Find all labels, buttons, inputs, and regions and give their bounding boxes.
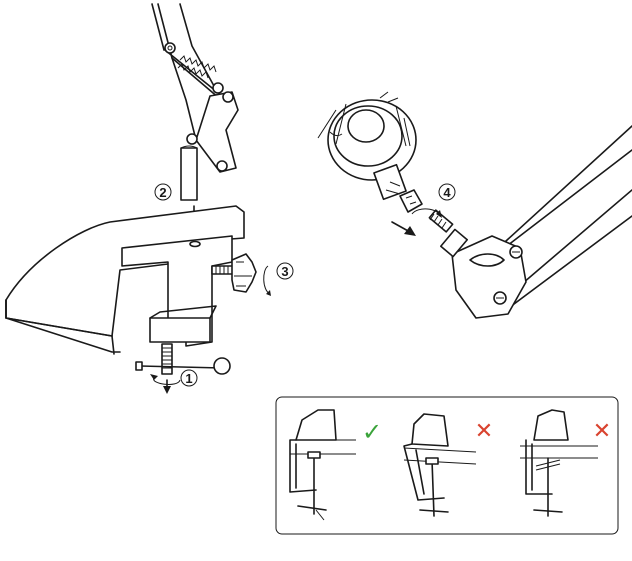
step-1-marker: 1 bbox=[180, 369, 198, 387]
step-4-marker: 4 bbox=[438, 183, 456, 201]
cross-icon-1: ✕ bbox=[475, 419, 493, 444]
screw-knob-side bbox=[211, 253, 257, 293]
check-mark: ✓ bbox=[362, 418, 382, 446]
wrong-clamp-illustration-2 bbox=[520, 409, 598, 517]
diagonal-arrow bbox=[391, 221, 416, 236]
step-1-number: 1 bbox=[185, 371, 192, 386]
shock-mount bbox=[317, 91, 423, 213]
step-2-marker: 2 bbox=[154, 183, 172, 201]
check-icon: ✓ bbox=[362, 418, 382, 446]
clamping-guide-panel bbox=[275, 396, 619, 535]
clamp-body bbox=[121, 235, 233, 347]
rotate-arrow-1 bbox=[150, 374, 181, 394]
boom-arm-lower bbox=[151, 3, 239, 201]
correct-clamp-illustration bbox=[289, 409, 356, 521]
cross-mark-1: ✕ bbox=[475, 419, 493, 444]
rotate-arrow-4 bbox=[411, 208, 442, 218]
step-3-number: 3 bbox=[281, 264, 288, 279]
boom-arm-upper bbox=[428, 125, 632, 319]
cross-mark-2: ✕ bbox=[593, 419, 611, 444]
step-4-number: 4 bbox=[443, 185, 451, 200]
step-3-marker: 3 bbox=[276, 262, 294, 280]
cross-icon-2: ✕ bbox=[593, 419, 611, 444]
step-2-number: 2 bbox=[159, 185, 166, 200]
lower-screw bbox=[135, 343, 231, 375]
wrong-clamp-illustration-1 bbox=[403, 413, 477, 517]
rotate-arrow-3 bbox=[263, 265, 271, 296]
